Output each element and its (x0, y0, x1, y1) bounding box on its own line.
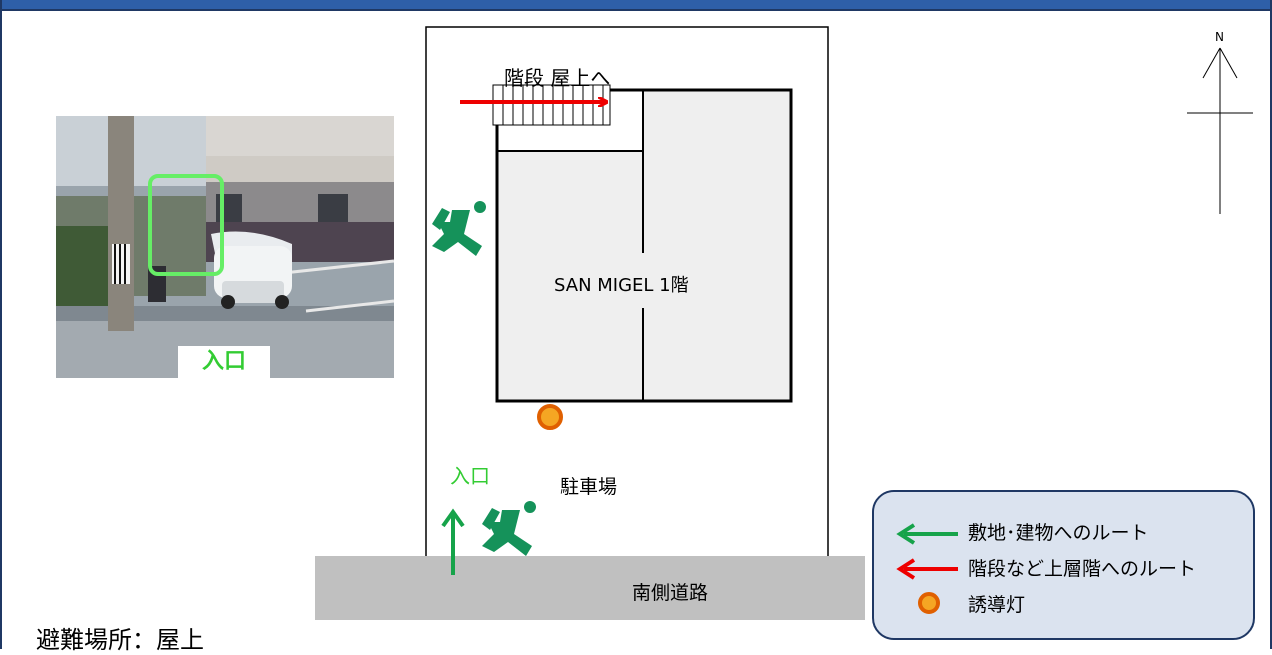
green-arrow-icon (896, 523, 958, 545)
stairs (492, 84, 611, 126)
guide-light-icon (918, 592, 940, 614)
building-label: SAN MIGEL 1階 (554, 275, 689, 296)
legend: 敷地･建物へのルート 階段など上層階へのルート 誘導灯 (872, 490, 1255, 640)
entrance-label: 入口 (450, 464, 490, 488)
stairs-label: 階段 屋上へ (504, 66, 611, 90)
south-road (315, 556, 865, 620)
ground-route-arrow (441, 508, 465, 575)
guide-light-icon (537, 404, 563, 430)
red-arrow-icon (896, 558, 958, 580)
legend-item-guide-light: 誘導灯 (968, 594, 1026, 616)
road-label: 南側道路 (632, 582, 709, 604)
north-compass-icon (1187, 47, 1253, 214)
compass-north-label: N (1215, 30, 1224, 44)
header-bar (2, 0, 1270, 11)
photo-entrance-caption: 入口 (178, 346, 270, 378)
entrance-photo (56, 116, 394, 378)
legend-item-ground-route: 敷地･建物へのルート (968, 522, 1149, 544)
legend-item-upper-route: 階段など上層階へのルート (968, 558, 1197, 580)
parking-label: 駐車場 (560, 476, 618, 498)
evacuation-site-label: 避難場所：屋上 (36, 626, 204, 654)
